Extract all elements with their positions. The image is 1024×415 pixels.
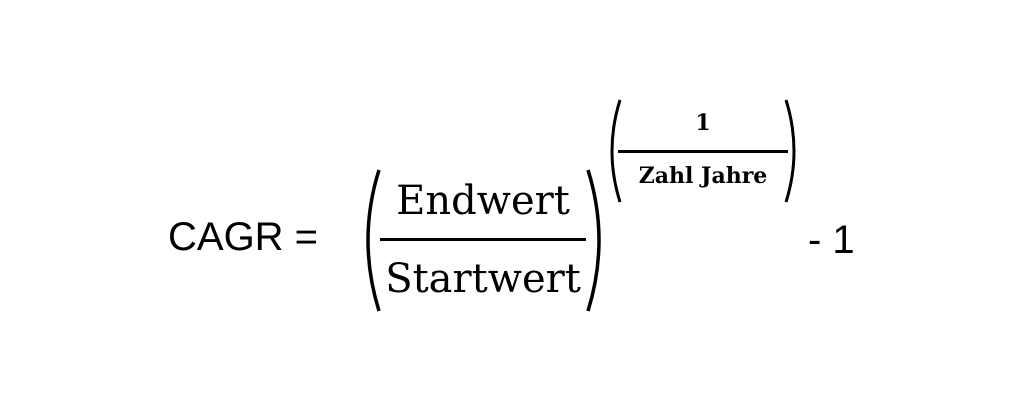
right-paren-exponent [784, 99, 796, 203]
formula-minus-one: - 1 [808, 218, 855, 262]
right-paren-main [586, 169, 601, 312]
exponent-fraction-bar [618, 150, 788, 153]
fraction-denominator: Startwert [385, 256, 581, 302]
formula-lhs: CAGR = [168, 215, 319, 259]
exponent-denominator: Zahl Jahre [638, 163, 768, 189]
fraction-bar [380, 238, 586, 241]
left-paren-main [366, 169, 381, 312]
fraction-numerator: Endwert [396, 178, 570, 224]
left-paren-exponent [610, 99, 622, 203]
exponent-numerator: 1 [695, 110, 711, 136]
